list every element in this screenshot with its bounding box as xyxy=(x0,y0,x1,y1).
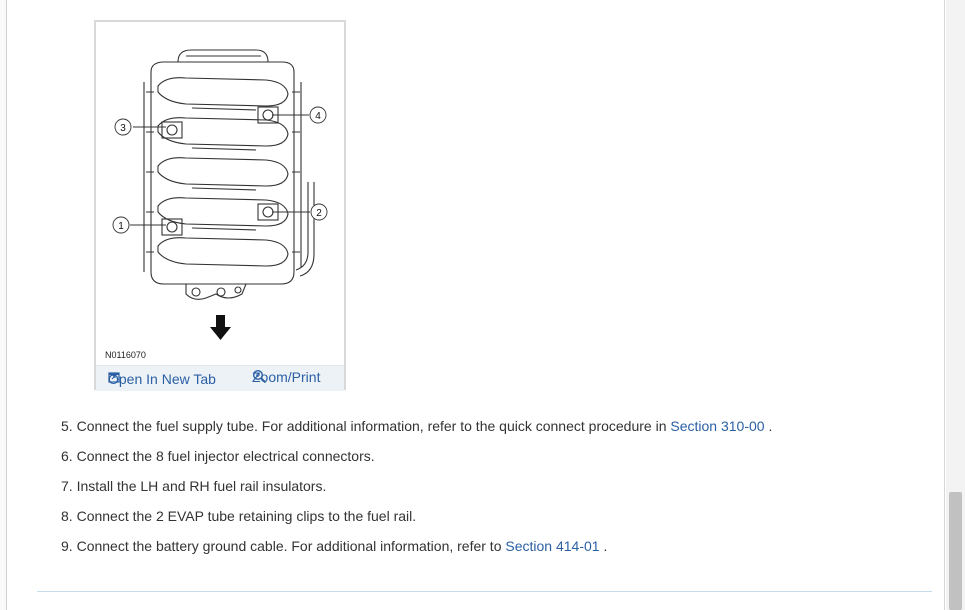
figure-id: N0116070 xyxy=(105,350,146,360)
left-page-border xyxy=(0,0,7,610)
procedure-steps: 5. Connect the fuel supply tube. For add… xyxy=(61,416,772,566)
callout-3-circle xyxy=(114,118,132,136)
open-new-tab-icon xyxy=(108,372,120,383)
section-310-00-link[interactable]: Section 310-00 xyxy=(670,418,765,434)
magnifier-icon xyxy=(252,369,267,384)
step-text: Install the LH and RH fuel rail insulato… xyxy=(76,478,327,494)
intake-manifold-illustration: 3 1 4 2 xyxy=(112,49,328,340)
callout-2-circle xyxy=(310,203,328,221)
step-text: Connect the 8 fuel injector electrical c… xyxy=(76,448,375,464)
step-5: 5. Connect the fuel supply tube. For add… xyxy=(61,416,772,446)
step-9: 9. Connect the battery ground cable. For… xyxy=(61,536,772,566)
step-number: 9. xyxy=(61,538,73,554)
figure-box: 3 1 4 2 N0116070 Open In New Tab Zoo xyxy=(94,20,346,391)
vertical-scrollbar-thumb[interactable] xyxy=(949,492,962,610)
step-text: Connect the battery ground cable. For ad… xyxy=(76,538,506,554)
section-divider xyxy=(37,591,932,592)
callout-4-label: 4 xyxy=(315,111,321,122)
open-in-new-tab-link[interactable]: Open In New Tab xyxy=(108,371,216,387)
step-text: Connect the 2 EVAP tube retaining clips … xyxy=(76,508,417,524)
step-number: 8. xyxy=(61,508,73,524)
step-number: 6. xyxy=(61,448,73,464)
zoom-print-link[interactable]: Zoom/Print xyxy=(252,369,320,385)
callout-1-circle xyxy=(112,216,130,234)
vertical-scrollbar-track[interactable] xyxy=(946,0,965,610)
callout-1-label: 1 xyxy=(118,221,124,232)
step-text-after: . xyxy=(599,538,608,554)
callout-4-circle xyxy=(309,106,327,124)
arrow-down-icon xyxy=(210,315,231,340)
step-8: 8. Connect the 2 EVAP tube retaining cli… xyxy=(61,506,772,536)
step-number: 7. xyxy=(61,478,73,494)
callout-2-label: 2 xyxy=(316,208,322,219)
step-6: 6. Connect the 8 fuel injector electrica… xyxy=(61,446,772,476)
zoom-print-label: Zoom/Print xyxy=(252,369,321,385)
step-text-after: . xyxy=(764,418,773,434)
section-414-01-link[interactable]: Section 414-01 xyxy=(505,538,600,554)
right-page-border xyxy=(944,0,945,610)
callout-3-label: 3 xyxy=(120,123,126,134)
step-7: 7. Install the LH and RH fuel rail insul… xyxy=(61,476,772,506)
step-text: Connect the fuel supply tube. For additi… xyxy=(76,418,671,434)
figure-action-bar: Open In New Tab Zoom/Print xyxy=(96,365,344,391)
step-number: 5. xyxy=(61,418,73,434)
open-in-new-tab-label: Open In New Tab xyxy=(108,371,216,387)
